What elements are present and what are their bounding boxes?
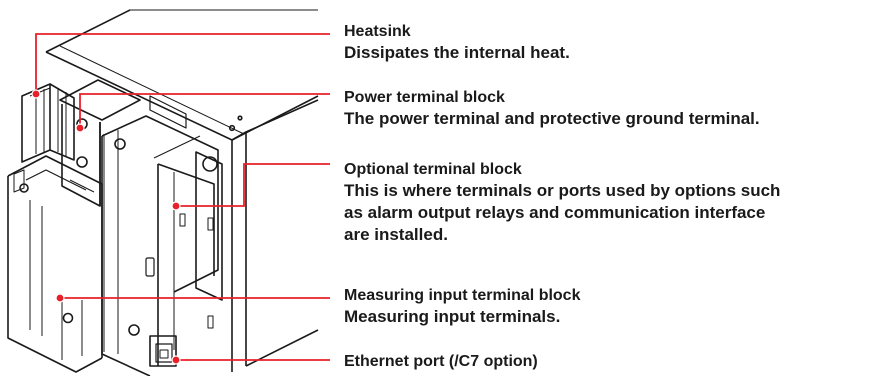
power-marker-dot bbox=[75, 123, 85, 133]
optional-terminal-block bbox=[101, 115, 219, 376]
callout-measuring: Measuring input terminal block Measuring… bbox=[344, 286, 580, 328]
heatsink-leader-line bbox=[35, 33, 330, 94]
heatsink-marker-dot bbox=[31, 89, 41, 99]
power-title: Power terminal block bbox=[344, 89, 505, 106]
device-illustration bbox=[7, 9, 319, 376]
power-leader-line bbox=[79, 93, 330, 128]
power-desc-line-1: The power terminal and protective ground… bbox=[344, 109, 760, 128]
callout-ethernet: Ethernet port (/C7 option) bbox=[344, 352, 538, 372]
heatsink-title: Heatsink bbox=[344, 23, 411, 40]
instrument-case bbox=[45, 9, 319, 372]
optional-desc-line-2: as alarm output relays and communication… bbox=[344, 203, 766, 222]
callout-heatsink: Heatsink Dissipates the internal heat. bbox=[344, 22, 570, 64]
optional-title: Optional terminal block bbox=[344, 161, 522, 178]
optional-desc-line-1: This is where terminals or ports used by… bbox=[344, 181, 781, 200]
callout-lines bbox=[31, 33, 330, 365]
ethernet-marker-dot bbox=[171, 355, 181, 365]
measuring-desc-line-1: Measuring input terminals. bbox=[344, 307, 561, 326]
callout-power: Power terminal block The power terminal … bbox=[344, 88, 760, 130]
ethernet-title: Ethernet port (/C7 option) bbox=[344, 353, 538, 370]
optional-leader-line bbox=[176, 163, 330, 207]
heatsink-desc-line-1: Dissipates the internal heat. bbox=[344, 43, 570, 62]
measuring-marker-dot bbox=[55, 293, 65, 303]
measuring-title: Measuring input terminal block bbox=[344, 287, 581, 304]
optional-desc-line-3: are installed. bbox=[344, 225, 448, 244]
power-terminal-block bbox=[59, 79, 141, 207]
callout-optional: Optional terminal block This is where te… bbox=[344, 160, 780, 246]
optional-marker-dot bbox=[171, 201, 181, 211]
